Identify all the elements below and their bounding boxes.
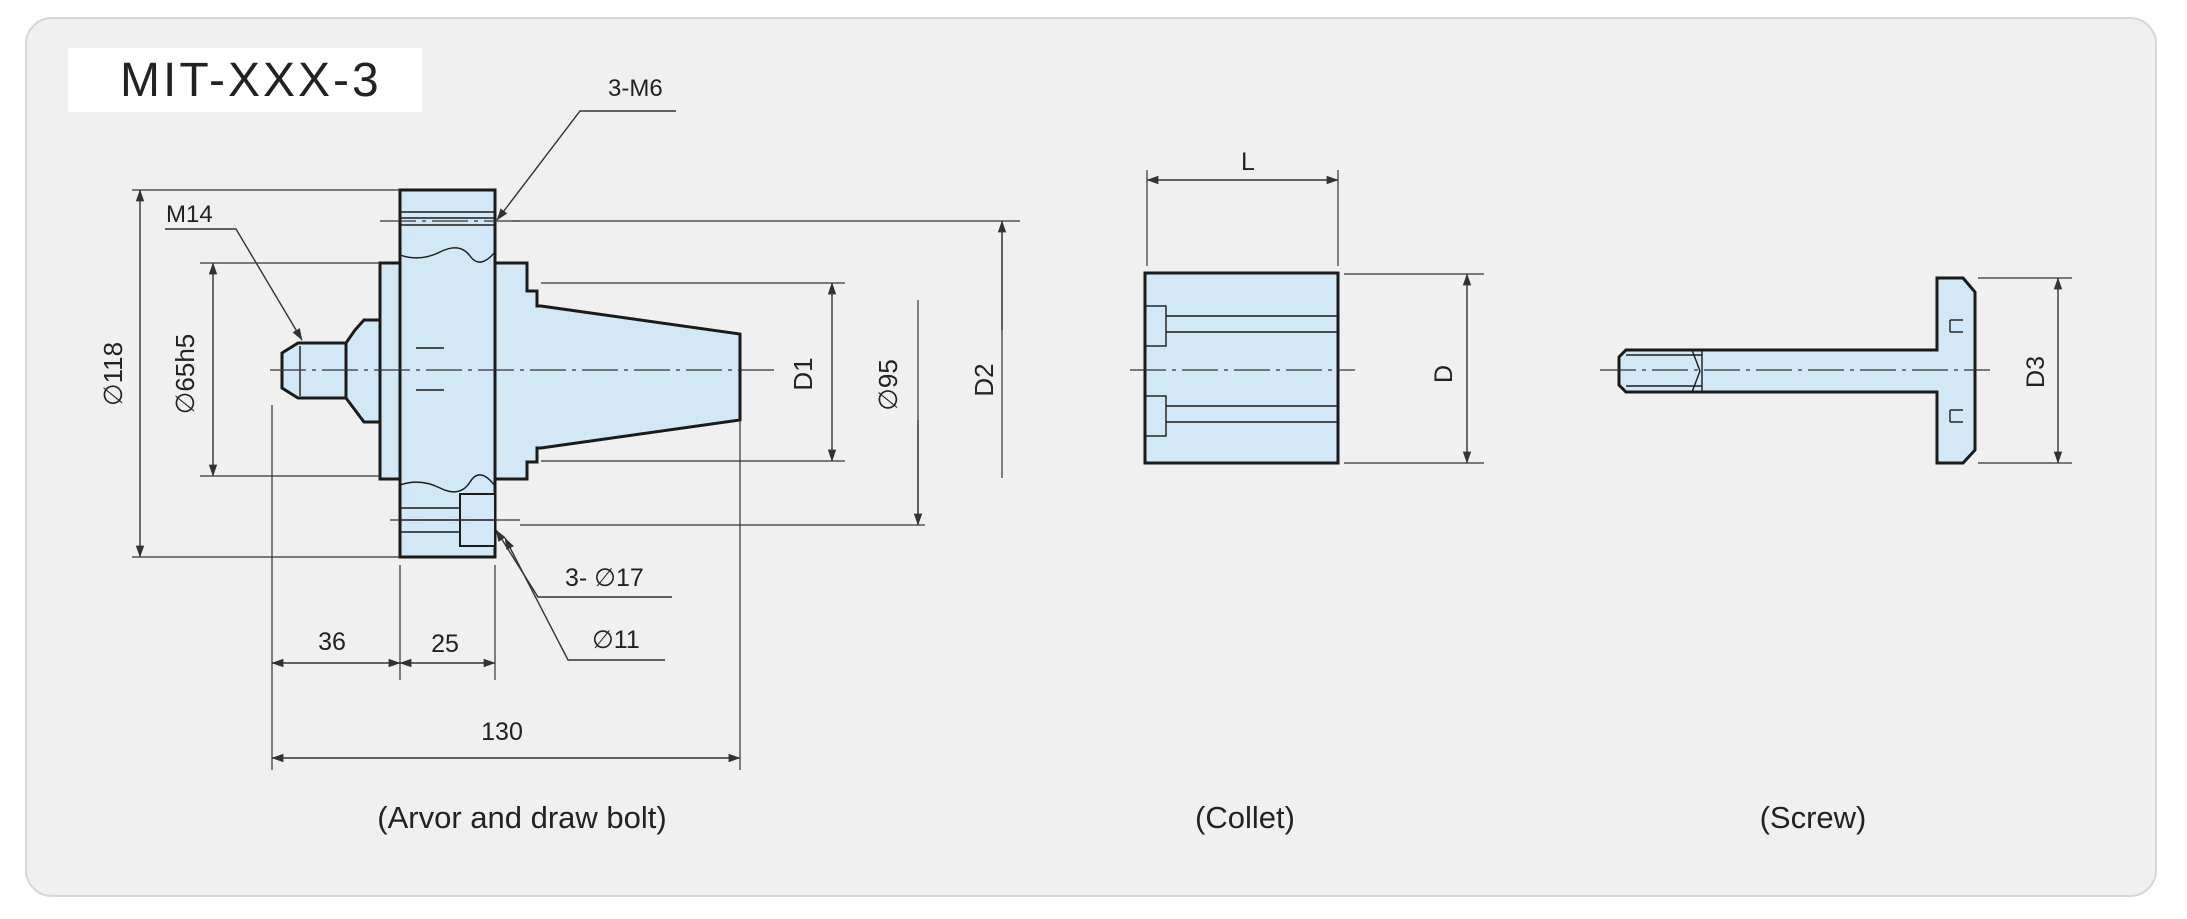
collet-extension-lines xyxy=(1146,170,1484,464)
label-d3: D3 xyxy=(2022,356,2050,388)
pilot-shoulder xyxy=(344,318,382,424)
collet-body xyxy=(1143,271,1340,465)
title-box xyxy=(68,48,422,112)
leader-3m6 xyxy=(496,110,676,221)
label-d: D xyxy=(1430,365,1458,383)
caption-arbor: (Arvor and draw bolt) xyxy=(377,800,666,835)
arbor-leaders xyxy=(165,110,676,661)
label-3m6: 3-M6 xyxy=(608,75,663,102)
label-l: L xyxy=(1241,148,1255,176)
collet-dimension-lines xyxy=(1146,175,1472,464)
label-25: 25 xyxy=(431,630,459,658)
label-dia-65h5: ∅65h5 xyxy=(170,334,200,415)
label-d1: D1 xyxy=(788,357,818,390)
collet-view: L D (Collet) xyxy=(1130,148,1484,835)
caption-collet: (Collet) xyxy=(1195,800,1295,835)
leader-11 xyxy=(504,537,665,661)
screw-detail-lines xyxy=(1626,319,1963,423)
arbor-dimension-lines xyxy=(135,189,1007,763)
arbor-collar xyxy=(378,261,402,481)
label-d2: D2 xyxy=(969,363,999,396)
collet-detail-lines xyxy=(1144,305,1338,437)
arbor-body xyxy=(280,188,742,559)
leader-m14 xyxy=(165,228,303,341)
arbor-view: M14 3-M6 ∅118 ∅65h5 D1 ∅95 D2 3- ∅17 ∅11… xyxy=(98,75,1020,835)
label-dia-11: ∅11 xyxy=(592,626,640,654)
drawing-title: MIT-XXX-3 xyxy=(120,54,382,107)
label-3-dia-17: 3- ∅17 xyxy=(565,564,644,592)
drawing-panel xyxy=(25,17,2157,897)
leader-3-17 xyxy=(495,529,672,598)
screw-body xyxy=(1617,276,1977,465)
label-dia-118: ∅118 xyxy=(98,342,128,406)
label-36: 36 xyxy=(318,628,346,656)
label-130: 130 xyxy=(481,718,523,746)
screw-view: D3 (Screw) xyxy=(1600,276,2072,835)
label-dia-95: ∅95 xyxy=(873,359,903,411)
label-m14: M14 xyxy=(166,201,213,228)
arbor-center-lines xyxy=(270,220,780,521)
caption-screw: (Screw) xyxy=(1760,800,1867,835)
